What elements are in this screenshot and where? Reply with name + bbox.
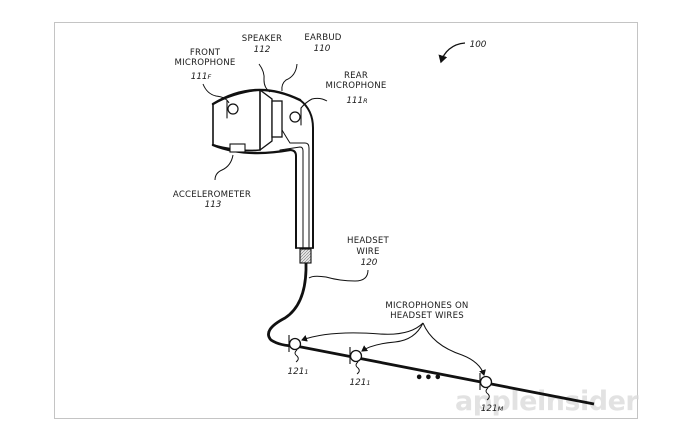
wire-mic-circle xyxy=(288,337,302,351)
speaker-112 xyxy=(259,89,273,151)
stem-connector xyxy=(299,248,312,264)
wire-mic-circle xyxy=(479,375,493,389)
label-earbud: EARBUD xyxy=(304,33,341,43)
earbud-rear-shell xyxy=(299,99,314,249)
label-wire-mics-line2: HEADSET WIRES xyxy=(390,311,464,321)
ref-wire-mic-1: 1211 xyxy=(288,367,309,377)
ref-wire-mic-m: 121M xyxy=(481,404,504,414)
wire-mic-m xyxy=(479,373,493,401)
figure-ref-100: 100 xyxy=(438,40,487,64)
label-headset-wire-line2: WIRE xyxy=(356,247,379,257)
label-speaker: SPEAKER xyxy=(242,34,282,44)
leader-front-mic xyxy=(202,83,230,104)
figure-ref-number: 100 xyxy=(470,40,487,50)
stem-inner-left xyxy=(279,146,304,249)
ref-headset-wire: 120 xyxy=(361,258,378,268)
ref-speaker: 112 xyxy=(254,45,271,55)
label-rear-mic-line1: REAR xyxy=(344,71,368,81)
more-mics-ellipsis: ••• xyxy=(415,371,443,386)
ref-wire-mic-2: 1211 xyxy=(350,378,371,388)
brace-arrow-1 xyxy=(301,322,424,342)
label-accelerometer: ACCELEROMETER xyxy=(173,190,251,200)
leader-rear-mic xyxy=(300,97,328,109)
earbud-110 xyxy=(211,88,314,264)
ref-arrow xyxy=(438,42,466,64)
wire-mic-lead xyxy=(294,349,299,363)
earbud-top-arc xyxy=(211,88,302,106)
speaker-driver xyxy=(271,100,283,138)
ref-rear-mic: 111R xyxy=(346,96,367,106)
leader-earbud xyxy=(281,63,298,92)
ref-accelerometer: 113 xyxy=(205,200,222,210)
wire-mic-circle xyxy=(349,349,363,363)
label-headset-wire-line1: HEADSET xyxy=(347,236,389,246)
headset-wire-120 xyxy=(267,263,595,406)
leader-speaker xyxy=(258,63,271,93)
wire-mics-brace xyxy=(301,322,486,376)
label-front-mic-line2: MICROPHONE xyxy=(175,58,236,68)
wire-mic-1 xyxy=(288,335,302,363)
wire-microphones xyxy=(288,335,493,401)
ref-earbud: 110 xyxy=(314,44,331,54)
leader-lines xyxy=(202,63,369,282)
label-wire-mics-line1: MICROPHONES ON xyxy=(385,301,468,311)
label-rear-mic-line2: MICROPHONE xyxy=(326,81,387,91)
earbud-bottom-arc xyxy=(211,143,292,155)
leader-accelerometer xyxy=(214,154,234,181)
ref-front-mic: 111F xyxy=(191,72,212,82)
brace-arrow-2 xyxy=(361,322,424,352)
labels: FRONT MICROPHONE 111F SPEAKER 112 EARBUD… xyxy=(173,33,504,414)
label-front-mic-line1: FRONT xyxy=(190,48,221,58)
stem-outer-left xyxy=(289,149,297,249)
rear-microphone-111R xyxy=(289,111,301,123)
leader-headset-wire xyxy=(308,269,369,282)
brace-arrow-m xyxy=(422,322,486,376)
wire-mic-lead xyxy=(355,361,360,375)
stem-inner-right xyxy=(281,129,310,249)
accelerometer-113 xyxy=(229,143,246,153)
figure-frame xyxy=(54,22,638,419)
wire-mic-2 xyxy=(349,347,363,375)
wire-mic-lead xyxy=(485,387,490,401)
front-microphone-111F xyxy=(227,103,239,115)
